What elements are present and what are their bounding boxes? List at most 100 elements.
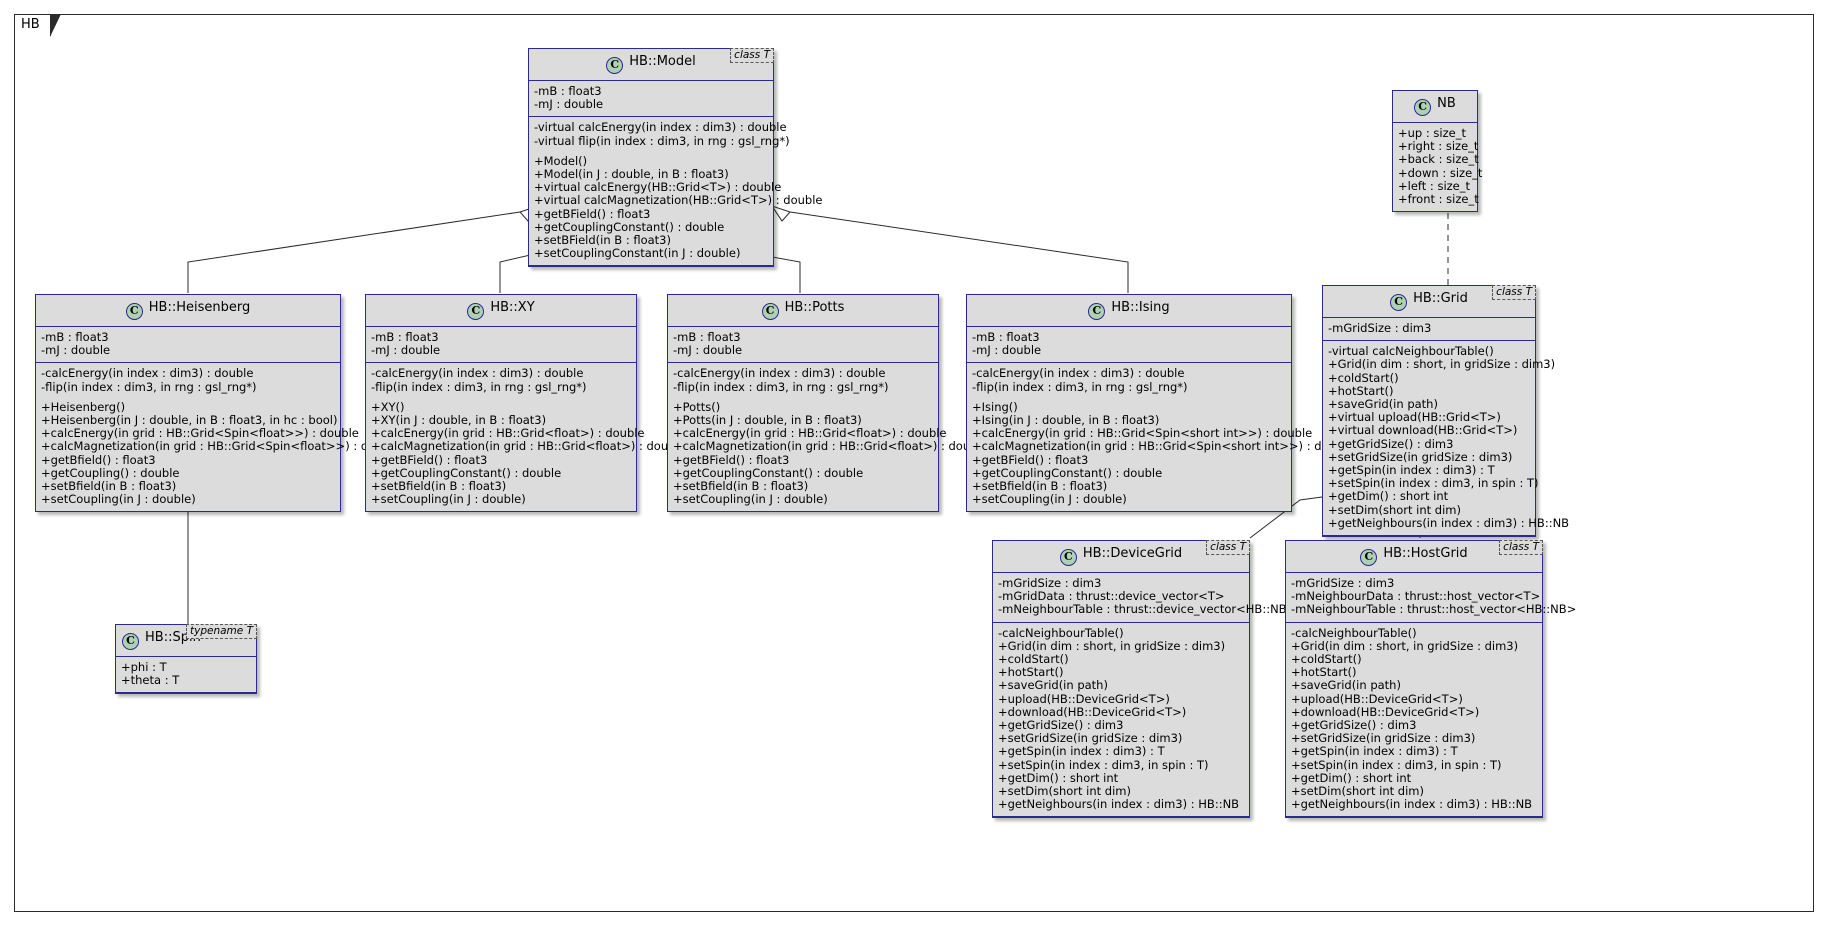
class-icon: C <box>1414 99 1432 116</box>
class-name: HB::Potts <box>784 300 845 315</box>
method: +setCoupling(in J : double) <box>673 492 828 507</box>
stereotype-badge: class T <box>1499 540 1543 555</box>
method: +Model(in J : double, in B : float3) <box>534 167 729 182</box>
methods-compartment: -calcNeighbourTable() +Grid(in dim : sho… <box>1286 623 1542 818</box>
method: +coldStart() <box>998 652 1069 667</box>
method: +setCouplingConstant(in J : double) <box>534 246 741 261</box>
method: +setBfield(in B : float3) <box>673 479 809 494</box>
method: +Model() <box>534 153 588 168</box>
method: +virtual download(HB::Grid<T>) <box>1328 423 1518 438</box>
method: -flip(in index : dim3, in rng : gsl_rng*… <box>371 379 587 394</box>
method: +hotStart() <box>1328 383 1394 398</box>
attributes-compartment: -mGridSize : dim3 -mNeighbourData : thru… <box>1286 573 1577 623</box>
method: +getNeighbours(in index : dim3) : HB::NB <box>1291 797 1533 812</box>
attribute: -mNeighbourTable : thrust::device_vector… <box>998 602 1297 617</box>
attribute: -mJ : double <box>972 343 1042 358</box>
attribute: +left : size_t <box>1398 178 1471 193</box>
method: +getNeighbours(in index : dim3) : HB::NB <box>1328 515 1570 530</box>
method: +setDim(short int dim) <box>1291 784 1424 799</box>
method: +calcEnergy(in grid : HB::Grid<float>) :… <box>371 426 645 441</box>
class-name: HB::HostGrid <box>1383 546 1468 561</box>
method: +Heisenberg() <box>41 399 126 414</box>
attribute: -mB : float3 <box>534 84 602 98</box>
attribute: -mNeighbourData : thrust::host_vector<T> <box>1291 589 1541 604</box>
stereotype-badge: class T <box>730 48 774 63</box>
attribute: -mGridSize : dim3 <box>998 576 1102 590</box>
method: +getSpin(in index : dim3) : T <box>1291 744 1458 759</box>
method: +Potts() <box>673 399 721 414</box>
method: +virtual calcMagnetization(HB::Grid<T>) … <box>534 193 823 208</box>
method: +saveGrid(in path) <box>1291 678 1401 693</box>
package-tab: HB <box>14 14 61 37</box>
methods-compartment: -calcEnergy(in index : dim3) : double -f… <box>36 363 401 511</box>
attribute: -mB : float3 <box>972 330 1040 344</box>
method: +getDim() : short int <box>1291 770 1412 785</box>
method: +upload(HB::DeviceGrid<T>) <box>1291 691 1463 706</box>
method: +calcEnergy(in grid : HB::Grid<Spin<floa… <box>41 426 359 441</box>
method: +setBfield(in B : float3) <box>972 479 1108 494</box>
method: +calcMagnetization(in grid : HB::Grid<Sp… <box>41 439 401 454</box>
method: +getCouplingConstant() : double <box>673 465 864 480</box>
attributes-compartment: -mB : float3 -mJ : double <box>668 327 938 364</box>
method: -calcEnergy(in index : dim3) : double <box>972 366 1185 381</box>
method: -calcEnergy(in index : dim3) : double <box>371 366 584 381</box>
attribute: +front : size_t <box>1398 192 1479 207</box>
method: +Grid(in dim : short, in gridSize : dim3… <box>1291 638 1519 653</box>
attribute: -mNeighbourTable : thrust::host_vector<H… <box>1291 602 1577 617</box>
method: +calcMagnetization(in grid : HB::Grid<Sp… <box>972 439 1354 454</box>
method: +Heisenberg(in J : double, in B : float3… <box>41 413 338 428</box>
class-name: HB::XY <box>490 300 535 315</box>
method: +Ising(in J : double, in B : float3) <box>972 413 1160 428</box>
method: -calcEnergy(in index : dim3) : double <box>673 366 886 381</box>
class-name: HB::Heisenberg <box>148 300 251 315</box>
attribute: +back : size_t <box>1398 152 1479 167</box>
class-name: HB::Model <box>629 54 696 69</box>
method: +getBfield() : float3 <box>41 452 156 467</box>
method: +setSpin(in index : dim3, in spin : T) <box>998 757 1209 772</box>
package-label: HB <box>21 17 40 32</box>
method: -virtual flip(in index : dim3, in rng : … <box>534 133 790 148</box>
attributes-compartment: +phi : T +theta : T <box>116 657 256 694</box>
method: +setBfield(in B : float3) <box>41 479 177 494</box>
method: +getCouplingConstant() : double <box>972 465 1163 480</box>
method: +hotStart() <box>1291 665 1357 680</box>
method: -calcEnergy(in index : dim3) : double <box>41 366 254 381</box>
attributes-compartment: -mGridSize : dim3 -mGridData : thrust::d… <box>993 573 1297 623</box>
method: -flip(in index : dim3, in rng : gsl_rng*… <box>972 379 1188 394</box>
method: +setSpin(in index : dim3, in spin : T) <box>1291 757 1502 772</box>
class-name: NB <box>1437 96 1456 111</box>
methods-compartment: -calcEnergy(in index : dim3) : double -f… <box>366 363 686 511</box>
method: -flip(in index : dim3, in rng : gsl_rng*… <box>41 379 257 394</box>
class-icon: C <box>467 303 485 320</box>
method: +getGridSize() : dim3 <box>998 718 1124 733</box>
method: +getBField() : float3 <box>371 452 488 467</box>
method: +saveGrid(in path) <box>998 678 1108 693</box>
stereotype-badge: typename T <box>186 624 257 639</box>
attributes-compartment: -mB : float3 -mJ : double <box>967 327 1291 364</box>
spacer <box>972 394 1286 401</box>
method: -calcNeighbourTable() <box>998 625 1124 640</box>
method: +saveGrid(in path) <box>1328 397 1438 412</box>
attribute: -mJ : double <box>371 343 441 358</box>
attributes-compartment: -mGridSize : dim3 <box>1323 318 1535 342</box>
attribute: -mJ : double <box>534 97 604 112</box>
class-name: HB::Ising <box>1111 300 1170 315</box>
method: +setGridSize(in gridSize : dim3) <box>1328 449 1513 464</box>
method: +XY(in J : double, in B : float3) <box>371 413 547 428</box>
method: +getDim() : short int <box>998 770 1119 785</box>
